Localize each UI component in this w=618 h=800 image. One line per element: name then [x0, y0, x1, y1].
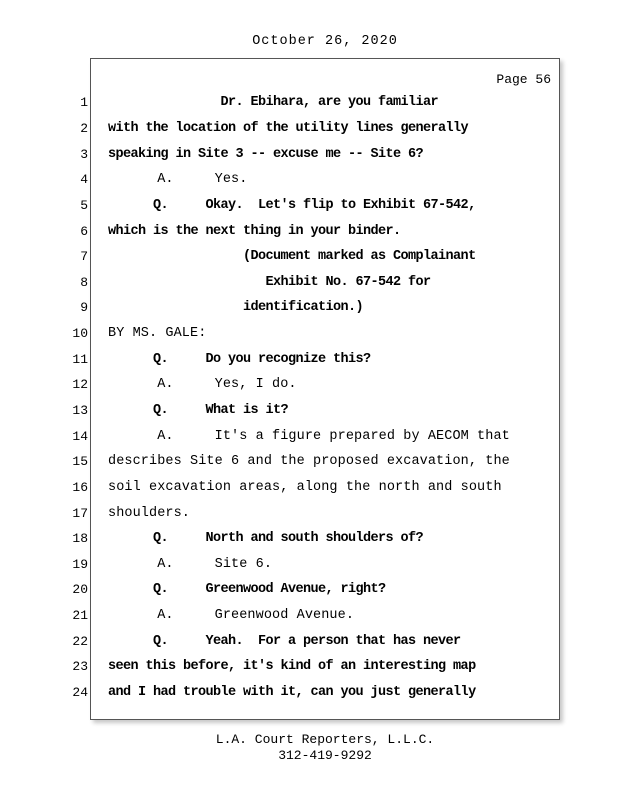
line-number: 13: [72, 403, 88, 418]
line-text: Q. Okay. Let's flip to Exhibit 67-542,: [108, 197, 476, 213]
transcript-line: 17 shoulders.: [55, 500, 578, 526]
line-number: 15: [72, 454, 88, 470]
line-text: speaking in Site 3 -- excuse me -- Site …: [108, 146, 424, 162]
line-number: 21: [72, 608, 88, 624]
date-header: October 26, 2020: [252, 34, 398, 49]
line-text: A. It's a figure prepared by AECOM that: [108, 428, 510, 444]
line-number: 9: [80, 300, 88, 316]
transcript-line: 9 identification.): [55, 295, 578, 321]
line-text: BY MS. GALE:: [108, 326, 207, 342]
line-text: A. Yes, I do.: [108, 377, 297, 393]
transcript-line: 14 A. It's a figure prepared by AECOM th…: [55, 423, 578, 449]
line-number: 11: [72, 351, 88, 367]
line-text: (Document marked as Complainant: [108, 249, 476, 265]
line-number: 6: [80, 223, 88, 239]
transcript-line: 15 describes Site 6 and the proposed exc…: [55, 449, 578, 475]
line-text: describes Site 6 and the proposed excava…: [108, 454, 510, 470]
footer-company: L.A. Court Reporters, L.L.C.: [215, 732, 435, 747]
page-number: Page 56: [496, 72, 551, 87]
transcript-line: 8 Exhibit No. 67-542 for: [55, 269, 578, 295]
transcript-line: 24 and I had trouble with it, can you ju…: [55, 680, 578, 706]
transcript-line: 22 Q. Yeah. For a person that has never: [55, 628, 578, 654]
footer-phone: 312-419-9292: [278, 747, 372, 763]
transcript-line: 13 Q. What is it?: [55, 398, 578, 424]
line-number: 10: [72, 326, 88, 342]
line-text: Q. North and south shoulders of?: [108, 531, 424, 547]
line-number: 7: [80, 249, 88, 265]
line-number: 24: [72, 685, 88, 701]
transcript-line: 12 A. Yes, I do.: [55, 372, 578, 398]
transcript-sheet: Page 56: [90, 58, 560, 720]
transcript-line: 6 which is the next thing in your binder…: [55, 218, 578, 244]
line-number: 18: [72, 531, 88, 547]
transcript-line: 23 seen this before, it's kind of an int…: [55, 654, 578, 680]
transcript-line: 16 soil excavation areas, along the nort…: [55, 475, 578, 501]
line-text: which is the next thing in your binder.: [108, 223, 401, 239]
line-number: 12: [72, 377, 88, 393]
transcript-line: 11 Q. Do you recognize this?: [55, 346, 578, 372]
line-number: 23: [72, 659, 88, 675]
line-number: 20: [72, 582, 88, 598]
line-number: 3: [80, 146, 88, 162]
line-text: A. Site 6.: [108, 556, 273, 572]
transcript-line: 1 Dr. Ebihara, are you familiar: [55, 90, 578, 116]
transcript-line: 7 (Document marked as Complainant: [55, 244, 578, 270]
line-text: Q. Yeah. For a person that has never: [108, 633, 461, 649]
transcript-line: 2 with the location of the utility lines…: [55, 116, 578, 142]
line-number: 5: [80, 197, 88, 213]
line-text: Dr. Ebihara, are you familiar: [108, 95, 439, 111]
footer: L.A. Court Reporters, L.L.C. 312-419-929…: [90, 732, 560, 763]
line-text: Exhibit No. 67-542 for: [108, 274, 432, 290]
line-number: 16: [72, 479, 88, 495]
line-text: and I had trouble with it, can you just …: [108, 685, 476, 701]
line-text: soil excavation areas, along the north a…: [108, 479, 502, 495]
transcript-lines: 1 Dr. Ebihara, are you familiar 2 with t…: [55, 90, 578, 705]
line-number: 1: [80, 95, 88, 111]
line-number: 19: [72, 556, 88, 572]
line-number: 17: [72, 505, 88, 521]
transcript-line: 4 A. Yes.: [55, 167, 578, 193]
transcript-line: 3 speaking in Site 3 -- excuse me -- Sit…: [55, 141, 578, 167]
transcript-line: 10 BY MS. GALE:: [55, 321, 578, 347]
transcript-line: 21 A. Greenwood Avenue.: [55, 603, 578, 629]
line-text: with the location of the utility lines g…: [108, 120, 469, 136]
line-text: A. Yes.: [108, 172, 248, 188]
line-text: Q. What is it?: [108, 403, 289, 418]
line-text: A. Greenwood Avenue.: [108, 608, 355, 624]
transcript-line: 19 A. Site 6.: [55, 552, 578, 578]
line-number: 22: [72, 633, 88, 649]
line-number: 4: [80, 172, 88, 188]
line-text: identification.): [108, 300, 364, 316]
line-number: 14: [72, 428, 88, 444]
transcript-line: 20 Q. Greenwood Avenue, right?: [55, 577, 578, 603]
line-text: Q. Greenwood Avenue, right?: [108, 582, 386, 598]
line-text: shoulders.: [108, 505, 191, 521]
line-number: 8: [80, 274, 88, 290]
transcript-line: 5 Q. Okay. Let's flip to Exhibit 67-542,: [55, 193, 578, 219]
line-number: 2: [80, 120, 88, 136]
line-text: seen this before, it's kind of an intere…: [108, 659, 476, 675]
line-text: Q. Do you recognize this?: [108, 351, 371, 367]
transcript-line: 18 Q. North and south shoulders of?: [55, 526, 578, 552]
